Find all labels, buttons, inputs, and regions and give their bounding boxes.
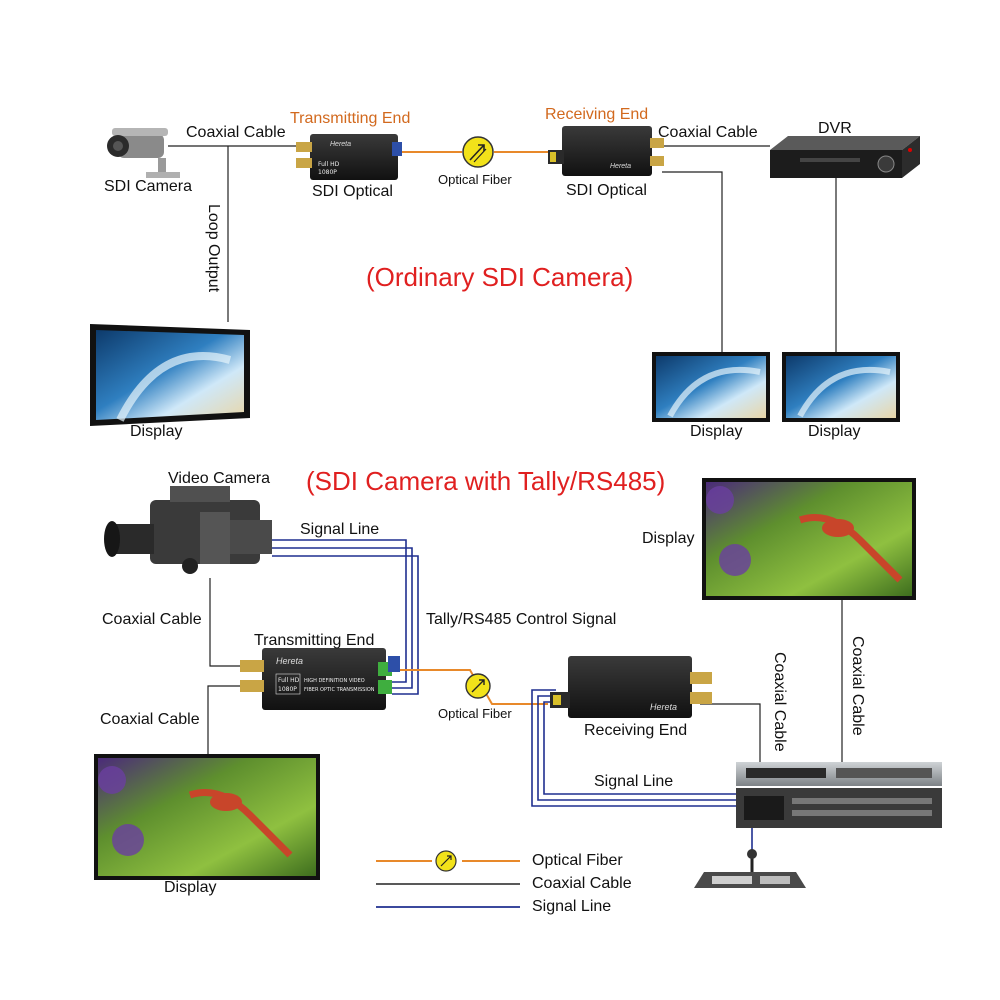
bottom-wires <box>207 539 843 858</box>
legend-label-signal-line: Signal Line <box>532 898 612 915</box>
label-coax-top-right: Coaxial Cable <box>658 124 758 141</box>
device-brand-tx2: Hereta <box>276 656 303 666</box>
coax-rx-to-display <box>662 171 723 352</box>
optical-fiber-icon-bottom <box>465 673 491 699</box>
transmitting-end-device: Hereta Full HD 1080P HIGH DEFINITION VID… <box>240 648 400 710</box>
top-wires <box>168 145 837 352</box>
label-transmitting-end-top: Transmitting End <box>290 110 411 127</box>
label-display-top-right: Display <box>808 423 861 440</box>
joystick-controller-icon <box>694 849 806 888</box>
label-optical-fiber-top: Optical Fiber <box>438 172 512 187</box>
label-loop-output: Loop Output <box>205 204 222 293</box>
display-top-mid <box>652 352 770 422</box>
label-signal-line-bottom: Signal Line <box>594 773 674 790</box>
rack-equipment-icon <box>736 762 942 828</box>
device-line2-tx2: FIBER OPTIC TRANSMISSION <box>304 687 375 693</box>
sdi-optical-tx-device: Hereta Full HD 1080P <box>296 134 402 180</box>
label-signal-line-top: Signal Line <box>300 521 380 538</box>
label-sdi-optical-rx: SDI Optical <box>566 182 647 199</box>
label-coax-bottom-left-lower: Coaxial Cable <box>100 711 200 728</box>
receiving-end-device: Hereta <box>550 656 712 718</box>
label-display-bottom-right: Display <box>642 530 695 547</box>
legend-label-optical-fiber: Optical Fiber <box>532 852 623 869</box>
label-display-top-left: Display <box>130 423 183 440</box>
sdi-optical-rx-device: Hereta <box>548 126 664 176</box>
legend <box>376 850 520 908</box>
label-coax-vertical-mid: Coaxial Cable <box>771 652 788 752</box>
sdi-camera-icon <box>107 128 180 178</box>
label-display-top-mid: Display <box>690 423 743 440</box>
title-ordinary-sdi-camera: (Ordinary SDI Camera) <box>366 262 634 292</box>
device-brand-tx: Hereta <box>330 141 351 148</box>
dvr-icon <box>770 136 920 178</box>
label-receiving-end-bottom: Receiving End <box>584 722 688 739</box>
display-bottom-right <box>702 478 916 600</box>
label-receiving-end-top: Receiving End <box>545 106 649 123</box>
display-top-left <box>90 324 250 426</box>
device-brand-rx: Hereta <box>610 163 631 170</box>
device-badge-tx2: Full HD <box>278 677 300 684</box>
device-badge2-tx2: 1080P <box>278 686 297 693</box>
display-top-right <box>782 352 900 422</box>
title-sdi-camera-tally: (SDI Camera with Tally/RS485) <box>306 466 666 496</box>
label-video-camera: Video Camera <box>168 470 270 487</box>
device-badge2-tx: 1080P <box>318 169 337 176</box>
device-brand-rx2: Hereta <box>650 702 677 712</box>
label-optical-fiber-bottom: Optical Fiber <box>438 706 512 721</box>
label-tally-control: Tally/RS485 Control Signal <box>426 611 617 628</box>
label-dvr: DVR <box>818 120 852 137</box>
label-coax-top-left: Coaxial Cable <box>186 124 286 141</box>
label-coax-vertical-right: Coaxial Cable <box>849 636 866 736</box>
label-display-bottom-left: Display <box>164 879 217 896</box>
device-line1-tx2: HIGH DEFINITION VIDEO <box>304 678 365 684</box>
label-sdi-camera: SDI Camera <box>104 178 193 195</box>
legend-label-coaxial-cable: Coaxial Cable <box>532 875 632 892</box>
video-camera-icon <box>104 486 272 574</box>
display-bottom-left <box>94 754 320 880</box>
optical-fiber-icon-top <box>462 136 494 168</box>
label-coax-bottom-left-upper: Coaxial Cable <box>102 611 202 628</box>
label-sdi-optical-tx: SDI Optical <box>312 183 393 200</box>
label-transmitting-end-bottom: Transmitting End <box>254 632 375 649</box>
device-badge-tx: Full HD <box>318 161 340 168</box>
